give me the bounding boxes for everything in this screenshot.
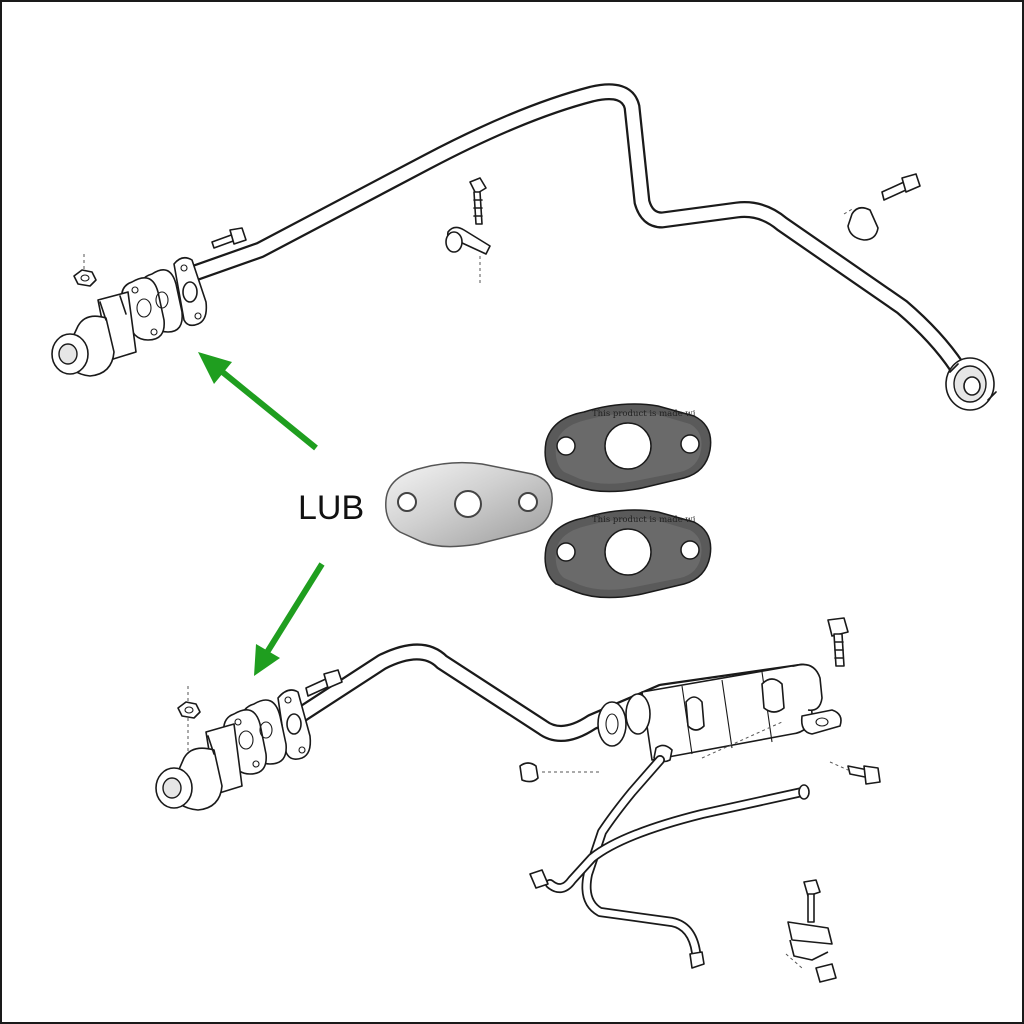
metal-blanking-plate (385, 461, 553, 548)
pipe-end-fitting (945, 357, 997, 411)
bolt-bottom-right (829, 761, 881, 785)
lub-label: LUB (298, 489, 364, 527)
pipe-flange-top (173, 256, 208, 327)
gasket-print-lower: This product is made wi (592, 515, 696, 525)
bottom-egr-pipe-assembly (155, 617, 881, 983)
cooler-end-flange (800, 709, 842, 735)
bolt-top-left (211, 227, 247, 249)
arrow-to-bottom-gasket (254, 562, 325, 676)
coolant-tubes (529, 755, 810, 969)
nut-bottom-left (177, 686, 201, 752)
bolt-bottom-left (305, 669, 343, 697)
nut-top-left (73, 254, 97, 287)
gasket-print-upper: This product is made wi (592, 409, 696, 419)
egr-valve-bottom (155, 723, 243, 811)
graphite-gasket-upper: This product is made wi (544, 403, 712, 493)
bolt-clamp-center (445, 177, 491, 284)
bolt-bottom-top-right (827, 617, 849, 667)
egr-valve-top (51, 291, 137, 377)
arrow-to-top-gasket (198, 352, 318, 451)
top-egr-pipe-assembly (51, 83, 997, 411)
bottom-bracket (785, 879, 837, 983)
pipe-clips (519, 678, 785, 783)
bolt-clamp-right (843, 173, 921, 241)
graphite-gasket-lower: This product is made wi (544, 509, 712, 599)
